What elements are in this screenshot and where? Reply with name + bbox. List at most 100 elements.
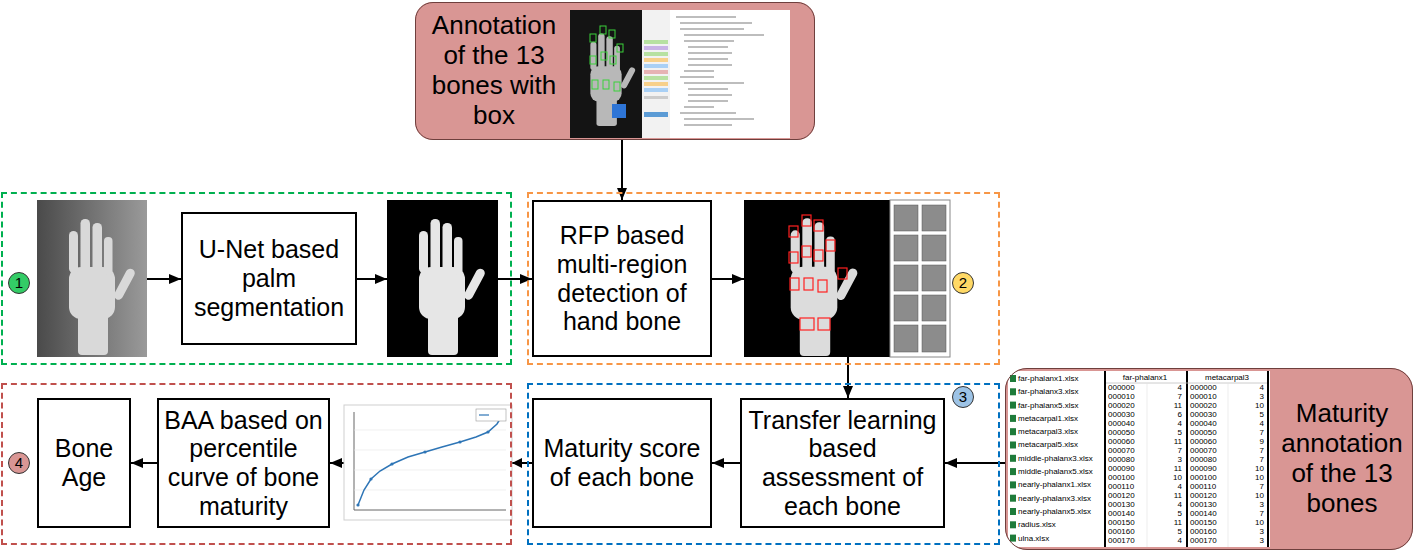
flow-arrow	[712, 462, 740, 464]
file-name: far-phalanx1.xlsx	[1008, 372, 1104, 385]
table-cell-score: 10	[1255, 491, 1266, 500]
table-cell-score: 11	[1174, 437, 1184, 446]
file-name: nearly-phalanx5.xlsx	[1008, 505, 1104, 518]
table-cell-id: 000070	[1106, 446, 1146, 455]
box-label: Bone Age	[44, 434, 124, 492]
table-cell-id: 000070	[1188, 446, 1228, 455]
percentile-chart	[344, 405, 512, 520]
table-cell-id: 000160	[1106, 527, 1146, 536]
box-label: BAA based on percentile curve of bone ma…	[164, 406, 323, 521]
table-cell-id: 000080	[1188, 455, 1228, 464]
table-cell-id: 000110	[1188, 482, 1228, 491]
table-cell-score: 10	[1255, 401, 1266, 410]
table-cell-id: 000090	[1188, 464, 1228, 473]
file-name: metacarpal1.xlsx	[1008, 412, 1104, 425]
table-cell-id: 000090	[1106, 464, 1146, 473]
flow-arrow	[621, 140, 623, 200]
table-cell-score: 5	[1178, 527, 1184, 536]
table-cell-id: 000020	[1106, 401, 1146, 410]
file-name: ulna.xlsx	[1008, 532, 1104, 545]
segmented-image	[387, 200, 498, 357]
table-cell-score: 4	[1178, 482, 1184, 491]
table-cell-id: 000120	[1188, 491, 1228, 500]
xray-image	[37, 200, 147, 357]
table-cell-id: 000170	[1106, 536, 1146, 545]
step-group: 3Maturity score of each bone Transfer lea…	[527, 383, 1000, 545]
table-cell-score: 4	[1260, 419, 1266, 428]
table-cell-score: 3	[1260, 536, 1266, 545]
file-name: far-phalanx5.xlsx	[1008, 399, 1104, 412]
callout-number: 4	[8, 452, 30, 474]
table-cell-score: 9	[1260, 437, 1266, 446]
process-box: BAA based on percentile curve of bone ma…	[157, 398, 330, 528]
table-cell-id: 000040	[1106, 419, 1146, 428]
table-cell-id: 000100	[1188, 473, 1228, 482]
table-cell-score: 3	[1260, 392, 1266, 401]
table-cell-score: 11	[1174, 401, 1184, 410]
arrow-head	[512, 458, 522, 468]
table-cell-id: 000110	[1106, 482, 1146, 491]
table-panel	[1008, 371, 1270, 547]
maturity-card-fill	[1005, 368, 1413, 550]
table-cell-score: 5	[1178, 509, 1184, 518]
table-cell-id: 000150	[1188, 518, 1228, 527]
table-cell-id: 000100	[1106, 473, 1146, 482]
table-cell-score: 11	[1174, 491, 1184, 500]
table-cell-id: 000150	[1106, 518, 1146, 527]
table-cell-id: 000140	[1106, 509, 1146, 518]
process-box: Maturity score of each bone	[532, 398, 712, 528]
table-cell-score: 4	[1178, 536, 1184, 545]
callout-number: 1	[8, 272, 30, 294]
table-cell-score: 4	[1178, 383, 1184, 392]
file-name: metacarpal5.xlsx	[1008, 438, 1104, 451]
table-cell-id: 000080	[1106, 455, 1146, 464]
table-header: metacarpal3	[1205, 372, 1249, 383]
table-cell-score: 7	[1178, 392, 1184, 401]
step-group: 4 Bone Age BAA based on percentile curve o…	[1, 383, 512, 545]
table-cell-score: 7	[1260, 428, 1266, 437]
table-cell-score: 5	[1178, 428, 1184, 437]
annotation-card-fill	[415, 2, 815, 140]
annotation-card: Annotation of the 13 bones with box	[415, 2, 815, 140]
detection-image	[744, 200, 950, 357]
table-cell-id: 000050	[1188, 428, 1228, 437]
table-cell-id: 000170	[1188, 536, 1228, 545]
box-label: Transfer learning based assessment of ea…	[747, 406, 938, 521]
table-cell-score: 11	[1174, 518, 1184, 527]
flow-arrow	[131, 462, 157, 464]
step-group: 1 U-Net based palm segmentation	[1, 192, 512, 365]
table-cell-score: 10	[1173, 473, 1184, 482]
table-cell-id: 000060	[1106, 437, 1146, 446]
table-cell-score: 7	[1260, 509, 1266, 518]
table-cell-score: 4	[1178, 500, 1184, 509]
box-label: Maturity score of each bone	[539, 434, 705, 492]
table-cell-score: 3	[1260, 500, 1266, 509]
process-box: RFP based multi-region detection of hand…	[532, 200, 712, 357]
table-cell-score: 7	[1178, 446, 1184, 455]
step-group: 2RFP based multi-region detection of han…	[527, 192, 1000, 365]
table-cell-score: 3	[1260, 527, 1266, 536]
flow-arrow	[945, 462, 1005, 464]
file-name: nearly-phalanx3.xlsx	[1008, 492, 1104, 505]
table-cell-score: 4	[1178, 419, 1184, 428]
file-name: middle-phalanx3.xlsx	[1008, 452, 1104, 465]
result-box: Bone Age	[37, 398, 131, 528]
file-name: metacarpal3.xlsx	[1008, 425, 1104, 438]
table-cell-score: 11	[1174, 464, 1184, 473]
table-cell-id: 000030	[1188, 410, 1228, 419]
process-box: Transfer learning based assessment of ea…	[740, 398, 945, 528]
table-cell-score: 6	[1178, 410, 1184, 419]
table-cell-id: 000010	[1188, 392, 1228, 401]
table-cell-score: 10	[1255, 473, 1266, 482]
table-cell-id: 000120	[1106, 491, 1146, 500]
table-cell-score: 3	[1178, 455, 1184, 464]
table-cell-id: 000060	[1188, 437, 1228, 446]
table-header: far-phalanx1	[1123, 372, 1167, 383]
score-table: far-phalanx1metacarpal300000040000004000…	[1106, 372, 1267, 545]
annotation-screenshot	[570, 10, 790, 138]
table-cell-id: 000140	[1188, 509, 1228, 518]
file-name: middle-phalanx5.xlsx	[1008, 465, 1104, 478]
callout-number: 3	[952, 386, 974, 408]
process-box: U-Net based palm segmentation	[181, 212, 357, 345]
table-cell-score: 5	[1260, 410, 1266, 419]
